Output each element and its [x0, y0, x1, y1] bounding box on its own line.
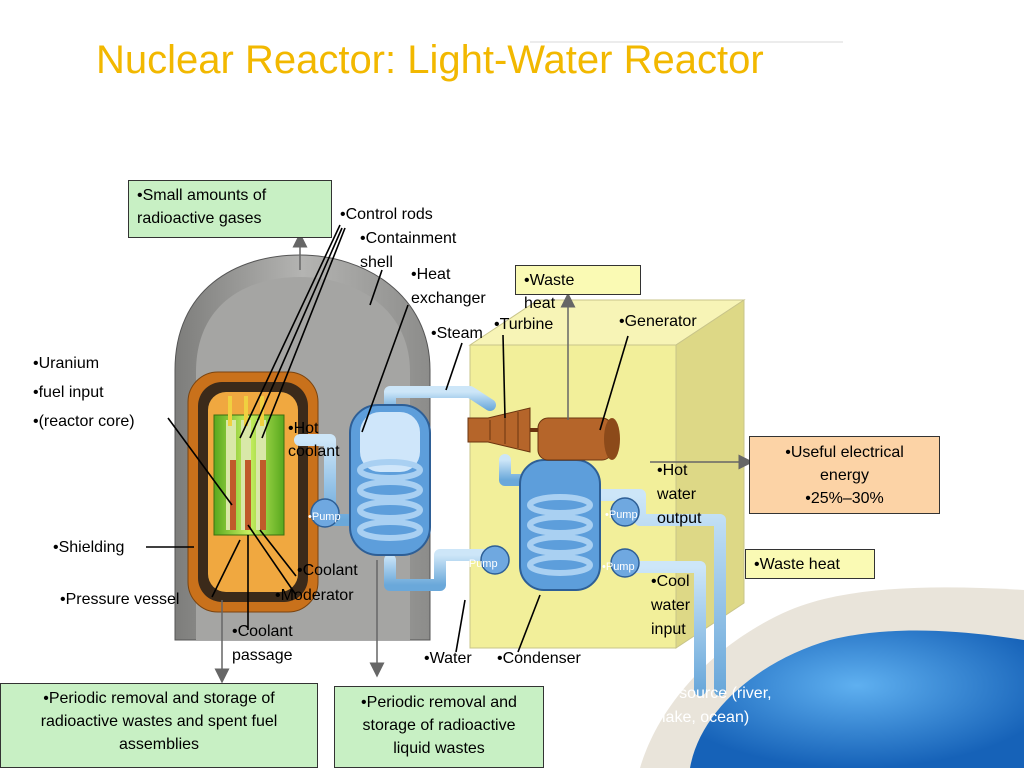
- waste-heat-top-line-2: heat: [524, 295, 556, 312]
- label-coolant-passage-2: passage: [232, 647, 293, 664]
- label-cool-water-1: •Cool: [651, 573, 690, 590]
- removal-solid-line-3: assemblies: [118, 736, 200, 753]
- pump-cool-water: [610, 548, 640, 578]
- radioactive-gases-line-2: radioactive gases: [137, 210, 262, 227]
- radioactive-gases-box: •Small amounts of radioactive gases: [128, 180, 332, 238]
- label-pressure-vessel: •Pressure vessel: [60, 591, 180, 608]
- label-generator: •Generator: [619, 313, 697, 330]
- label-shielding: •Shielding: [53, 539, 125, 556]
- heat-exchanger: [349, 404, 431, 556]
- label-hot-water-1: •Hot: [657, 462, 688, 479]
- label-cool-water-2: water: [651, 597, 691, 614]
- label-hot-water-3: output: [657, 510, 702, 527]
- label-hot-water-2: water: [657, 486, 697, 503]
- water-source-illustration: [640, 587, 1024, 768]
- reactor-core: [213, 396, 285, 536]
- removal-liquid-line-3: liquid wastes: [393, 740, 485, 757]
- useful-energy-line-1: •Useful electrical: [785, 444, 904, 461]
- pump-condenser-left: [480, 545, 510, 575]
- removal-liquid-box: •Periodic removal and storage of radioac…: [334, 686, 544, 768]
- pump-reactor: [310, 498, 340, 528]
- removal-solid-line-1: •Periodic removal and storage of: [43, 690, 275, 707]
- waste-heat-right-label: •Waste heat: [754, 556, 840, 573]
- label-steam: •Steam: [431, 325, 483, 342]
- label-coolant: •Coolant: [297, 562, 358, 579]
- label-water: •Water: [424, 650, 472, 667]
- radioactive-gases-line-1: •Small amounts of: [137, 187, 267, 204]
- useful-energy-box: •Useful electrical energy •25%–30%: [749, 436, 940, 514]
- label-fuel-input: •fuel input: [33, 384, 104, 401]
- label-pump-hot-water: •Pump: [605, 509, 638, 521]
- leader-lines: [146, 224, 629, 653]
- page-title: Nuclear Reactor: Light-Water Reactor: [96, 38, 764, 82]
- useful-energy-line-2: energy: [820, 467, 869, 484]
- removal-liquid-line-2: storage of radioactive: [362, 717, 516, 734]
- label-control-rods: •Control rods: [340, 206, 433, 223]
- turbine: [467, 407, 531, 453]
- label-water-source-1: •Water source (river,: [627, 685, 772, 702]
- label-reactor-core: •(reactor core): [33, 413, 135, 430]
- condenser: [519, 459, 601, 591]
- label-heat-exchanger-2: exchanger: [411, 290, 486, 307]
- label-hot-coolant-1: •Hot: [288, 420, 319, 437]
- label-turbine: •Turbine: [494, 316, 554, 333]
- removal-solid-line-2: radioactive wastes and spent fuel: [40, 713, 278, 730]
- label-condenser: •Condenser: [497, 650, 581, 667]
- label-pump-cool-water: •Pump: [602, 561, 635, 573]
- label-cool-water-3: input: [651, 621, 686, 638]
- waste-heat-top-box: •Waste heat: [515, 265, 641, 312]
- generator: [530, 417, 620, 461]
- label-containment-shell-2: shell: [360, 254, 393, 271]
- label-pump-condenser: •Pump: [465, 558, 498, 570]
- label-hot-coolant-2: coolant: [288, 443, 340, 460]
- pumps: [310, 497, 640, 578]
- label-pump-reactor: •Pump: [308, 511, 341, 523]
- waste-heat-top-line-1: •Waste: [524, 272, 575, 289]
- waste-heat-right-box: •Waste heat: [745, 549, 875, 579]
- removal-solid-box: •Periodic removal and storage of radioac…: [0, 683, 318, 768]
- label-heat-exchanger-1: •Heat: [411, 266, 451, 283]
- removal-liquid-line-1: •Periodic removal and: [361, 694, 517, 711]
- flow-arrows: [214, 232, 754, 684]
- label-uranium: •Uranium: [33, 355, 100, 372]
- pump-hot-water: [610, 497, 640, 527]
- useful-energy-line-3: •25%–30%: [805, 490, 884, 507]
- label-moderator: •Moderator: [275, 587, 354, 604]
- label-coolant-passage-1: •Coolant: [232, 623, 293, 640]
- label-containment-shell-1: •Containment: [360, 230, 457, 247]
- label-water-source-2: lake, ocean): [662, 709, 750, 726]
